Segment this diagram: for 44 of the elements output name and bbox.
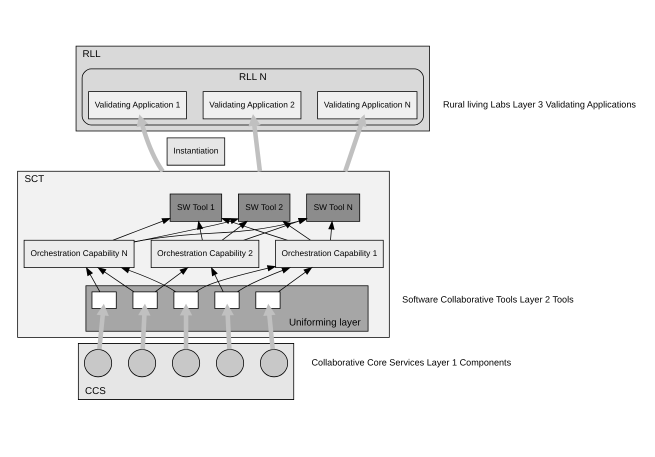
arrow	[97, 266, 134, 292]
arrow	[112, 218, 172, 241]
node-circle	[84, 349, 112, 378]
node-box	[255, 291, 280, 309]
node-box	[132, 291, 158, 309]
node-box: Orchestration Capability N	[24, 240, 134, 268]
arrow	[248, 114, 262, 172]
node-box	[92, 291, 117, 309]
arrow	[343, 114, 367, 172]
node-box: Orchestration Capability 2	[150, 240, 260, 268]
arrow	[263, 304, 276, 350]
node-label: Software Collaborative Tools Layer 2 Tools	[402, 294, 574, 305]
arrow	[120, 267, 176, 292]
arrow	[180, 304, 192, 350]
node-circle	[216, 349, 244, 378]
node-box: Validating Application N	[317, 91, 418, 120]
arrow	[278, 266, 313, 292]
node-box: Orchestration Capability 1	[275, 240, 384, 268]
cluster: Uniforming layer	[86, 285, 368, 332]
node-box: Instantiation	[166, 138, 226, 166]
arrow	[196, 265, 276, 292]
node-label: Rural living Labs Layer 3 Validating Applications	[443, 100, 636, 110]
arrow	[222, 220, 248, 241]
node-box	[214, 291, 240, 309]
node-box: Validating Application 2	[202, 91, 302, 120]
arrow	[138, 304, 151, 350]
node-box: SW Tool 1	[170, 194, 222, 222]
node-label: Collaborative Core Services Layer 1 Components	[311, 358, 512, 368]
arrow	[220, 218, 288, 241]
arrow	[243, 218, 308, 241]
arrow	[328, 220, 335, 241]
node-box	[174, 291, 199, 309]
node-circle	[172, 349, 200, 378]
node-box: SW Tool N	[306, 194, 360, 222]
node-box: SW Tool 2	[238, 194, 290, 222]
arrow	[237, 267, 291, 292]
arrow	[154, 266, 189, 292]
arrow	[86, 266, 100, 292]
cluster: CCS	[78, 343, 294, 400]
arrow	[222, 304, 234, 350]
node-circle	[260, 349, 288, 378]
node-box: Validating Application 1	[88, 91, 187, 120]
arrow	[210, 266, 224, 292]
node-circle	[128, 349, 156, 378]
